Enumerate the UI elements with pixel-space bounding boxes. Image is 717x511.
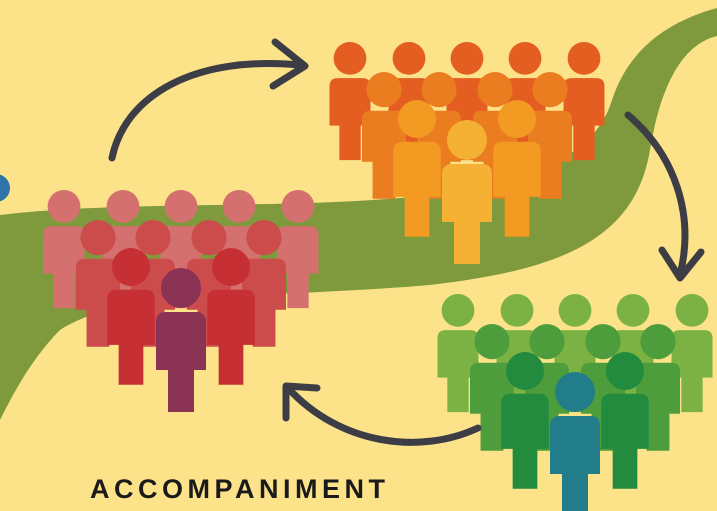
person-head — [529, 324, 565, 360]
person-head — [246, 220, 282, 256]
person-head — [585, 324, 621, 360]
person-head — [392, 42, 426, 75]
person-figure — [43, 190, 85, 309]
red-group — [43, 190, 319, 412]
person-body — [550, 416, 600, 511]
person-body — [437, 330, 479, 413]
person-head — [555, 372, 595, 412]
arrow-green-to-red-head — [282, 382, 321, 422]
winding-road — [0, 8, 717, 420]
person-figure — [442, 120, 492, 264]
person-head — [106, 190, 140, 223]
person-body — [156, 312, 206, 412]
person-head — [421, 72, 457, 108]
person-figure — [601, 352, 649, 489]
person-figure — [329, 42, 371, 161]
person-head — [281, 190, 315, 223]
person-figure — [550, 372, 600, 511]
person-head — [191, 220, 227, 256]
person-head — [222, 190, 256, 223]
person-head — [606, 352, 644, 390]
person-head — [366, 72, 402, 108]
arrow-red-to-orange — [108, 60, 304, 162]
person-head — [80, 220, 116, 256]
people-groups — [43, 42, 713, 511]
arrow-orange-to-green — [624, 111, 689, 279]
person-head — [212, 248, 250, 286]
cycle-arrows — [108, 38, 705, 446]
person-body — [563, 78, 605, 161]
person-figure — [493, 100, 541, 237]
person-body — [501, 393, 549, 489]
person-figure — [207, 248, 255, 385]
person-body — [393, 141, 441, 237]
person-body — [442, 164, 492, 264]
caption-accompaniment: ACCOMPANIMENT — [90, 474, 390, 504]
person-body — [107, 289, 155, 385]
person-head — [47, 190, 81, 223]
person-figure — [393, 100, 441, 237]
person-head — [498, 100, 536, 138]
person-figure — [437, 294, 479, 413]
person-head — [135, 220, 171, 256]
person-head — [447, 120, 487, 160]
person-head — [675, 294, 709, 327]
person-head — [441, 294, 475, 327]
person-body — [493, 141, 541, 237]
person-head — [450, 42, 484, 75]
person-figure — [277, 190, 319, 309]
person-head — [161, 268, 201, 308]
arrow-green-to-red — [284, 384, 482, 446]
person-head — [640, 324, 676, 360]
person-head — [506, 352, 544, 390]
arrow-orange-to-green-head — [658, 246, 705, 282]
person-head — [112, 248, 150, 286]
person-head — [164, 190, 198, 223]
person-body — [601, 393, 649, 489]
person-head — [333, 42, 367, 75]
person-body — [207, 289, 255, 385]
orange-group — [329, 42, 605, 264]
person-figure — [671, 294, 713, 413]
person-head — [616, 294, 650, 327]
person-head — [500, 294, 534, 327]
person-head — [508, 42, 542, 75]
person-head — [477, 72, 513, 108]
person-body — [329, 78, 371, 161]
person-head — [398, 100, 436, 138]
arrow-red-to-orange-head — [269, 38, 309, 90]
person-body — [277, 226, 319, 309]
person-head — [474, 324, 510, 360]
person-figure — [563, 42, 605, 161]
person-figure — [156, 268, 206, 412]
person-body — [43, 226, 85, 309]
person-head — [567, 42, 601, 75]
person-head — [558, 294, 592, 327]
person-figure — [107, 248, 155, 385]
person-figure — [501, 352, 549, 489]
person-head — [532, 72, 568, 108]
person-body — [671, 330, 713, 413]
globe-icon — [0, 174, 10, 202]
